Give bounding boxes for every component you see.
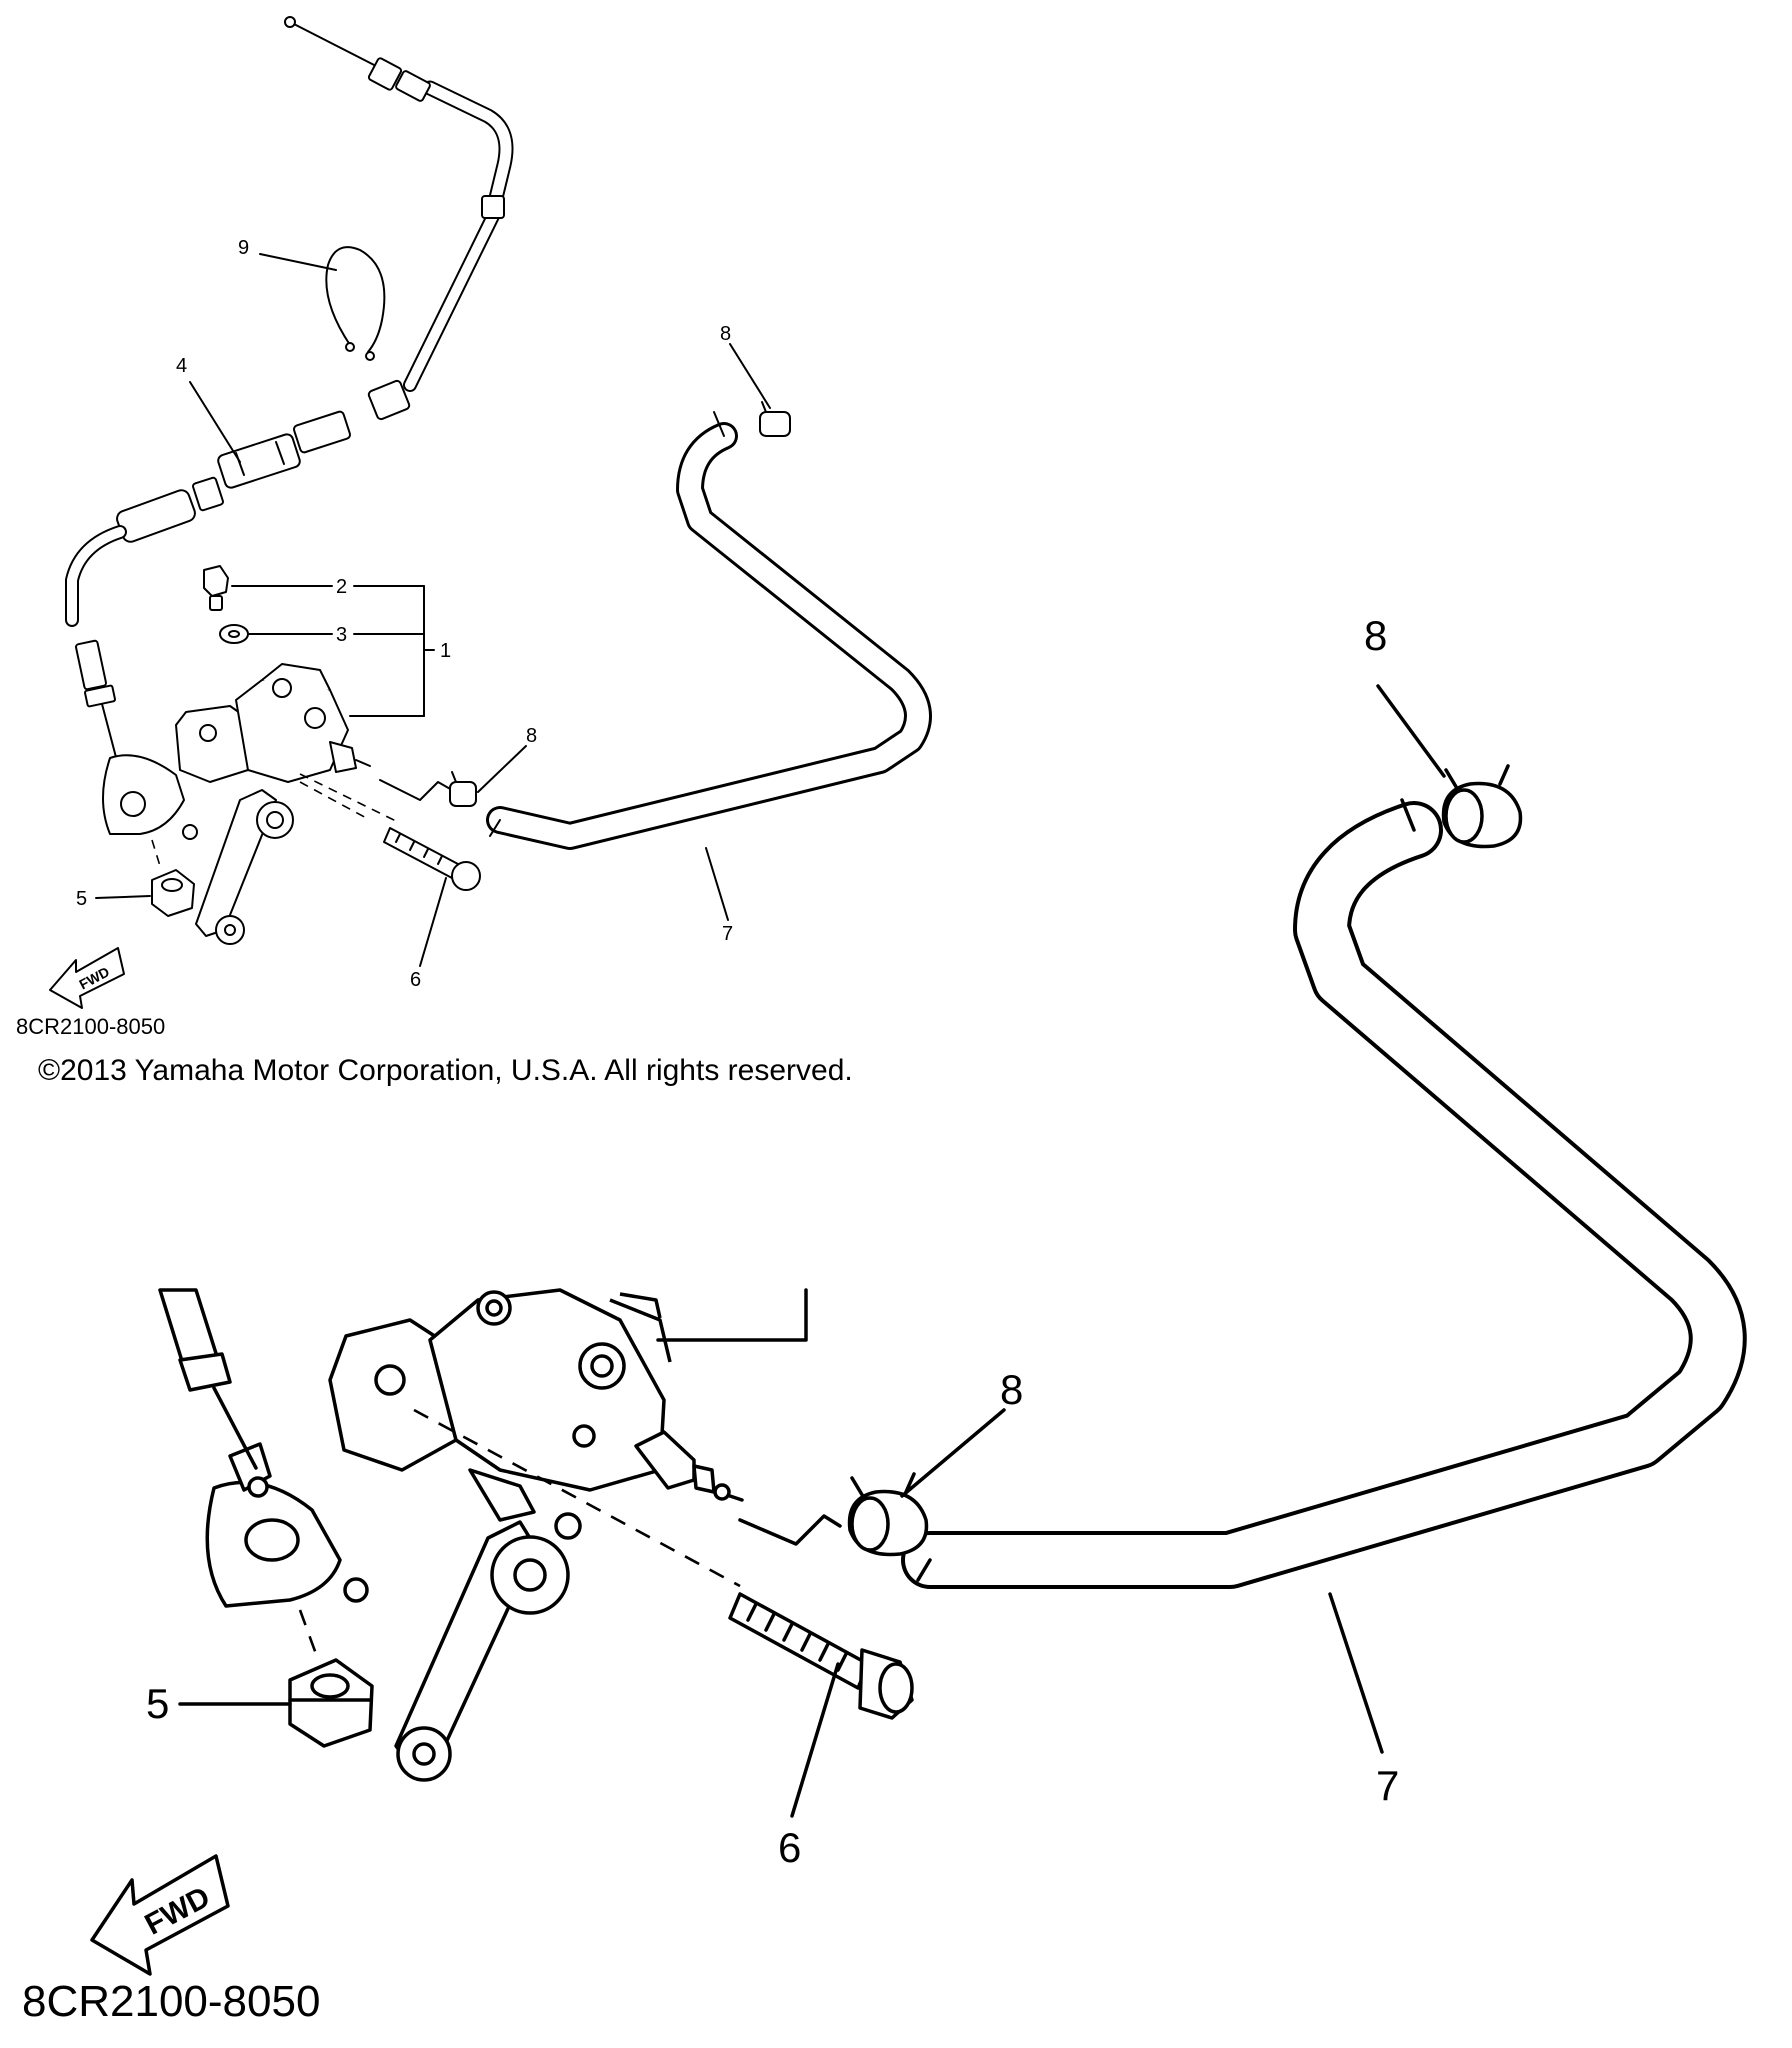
detail-oil-pump <box>158 1288 842 1782</box>
part-2-bolt <box>203 565 229 611</box>
detail-diagram: 8 8 5 6 7 FWD 8CR2100-8050 <box>22 612 1747 2026</box>
detail-callout-8-lower: 8 <box>1000 1366 1023 1413</box>
overview-fwd-arrow: FWD <box>49 947 125 1009</box>
part-6-bolt <box>383 827 481 891</box>
overview-callout-7: 7 <box>722 923 733 945</box>
overview-callout-9: 9 <box>238 237 249 259</box>
part-8-clip-mid <box>449 771 477 807</box>
overview-callout-8-mid: 8 <box>526 725 537 747</box>
part-8-clip-top <box>759 401 791 437</box>
detail-diagram-code: 8CR2100-8050 <box>22 1977 320 2026</box>
overview-callout-2: 2 <box>336 576 347 598</box>
detail-part-8-clip-lower <box>847 1472 929 1557</box>
detail-part-8-clip-top <box>1441 764 1523 849</box>
overview-callout-4: 4 <box>176 355 187 377</box>
part-7-hose <box>486 411 932 850</box>
detail-fwd-arrow: FWD <box>90 1854 230 1976</box>
overview-leaders <box>95 253 771 967</box>
detail-leaders <box>178 684 1446 1818</box>
detail-callout-6: 6 <box>778 1824 801 1871</box>
part-4-cable <box>65 16 514 790</box>
part-1-oil-pump <box>102 663 453 945</box>
overview-diagram: 9 4 2 3 1 8 8 5 6 7 FWD 8CR2100-8050 <box>16 16 932 1039</box>
detail-part-5-nut <box>288 1658 374 1748</box>
part-5-nut <box>151 869 195 917</box>
detail-part-7-hose <box>901 798 1747 1589</box>
detail-part-6-bolt <box>728 1592 914 1720</box>
overview-callout-5: 5 <box>76 888 87 910</box>
detail-callout-5: 5 <box>146 1680 169 1727</box>
overview-callout-6: 6 <box>410 969 421 991</box>
overview-callout-8-top: 8 <box>720 323 731 345</box>
overview-diagram-code: 8CR2100-8050 <box>16 1014 165 1039</box>
detail-callout-8-top: 8 <box>1364 612 1387 659</box>
part-3-washer <box>219 624 249 644</box>
detail-callout-7: 7 <box>1376 1762 1399 1809</box>
overview-callout-3: 3 <box>336 624 347 646</box>
overview-callout-1: 1 <box>440 640 451 662</box>
copyright-notice: ©2013 Yamaha Motor Corporation, U.S.A. A… <box>38 1054 853 1087</box>
part-9-clip <box>325 246 386 361</box>
